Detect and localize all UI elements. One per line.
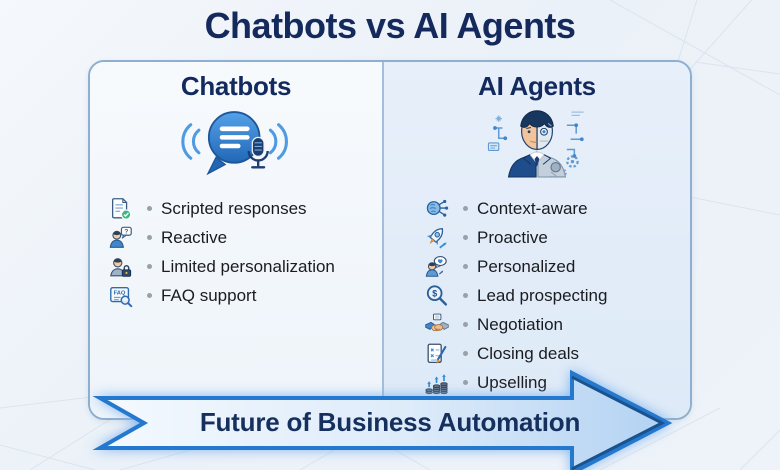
- comparison-card: Chatbots: [88, 60, 692, 420]
- item-label: Reactive: [161, 227, 228, 247]
- rocket-icon: [424, 225, 450, 251]
- list-item: ? Reactive: [108, 223, 382, 252]
- chatbots-feature-list: Scripted responses ? Re: [90, 194, 382, 310]
- item-label: Personalized: [477, 256, 576, 276]
- bullet-dot: [463, 322, 468, 327]
- list-item: Personalized: [424, 252, 690, 281]
- item-label: Negotiation: [477, 314, 564, 334]
- chat-bubble-mic-icon: [90, 102, 382, 190]
- list-item: $ Lead prospecting: [424, 281, 690, 310]
- item-label: FAQ support: [161, 285, 257, 305]
- chatbots-column: Chatbots: [90, 62, 382, 418]
- banner-label: Future of Business Automation: [199, 407, 581, 437]
- bullet-dot: [463, 206, 468, 211]
- list-item: Negotiation: [424, 310, 690, 339]
- bullet-dot: [463, 264, 468, 269]
- svg-text:?: ?: [124, 228, 128, 235]
- faq-book-icon: FAQ: [108, 283, 134, 309]
- ai-human-hybrid-icon: [384, 102, 690, 190]
- person-lock-icon: [108, 254, 134, 280]
- doc-pen-icon: [424, 341, 450, 367]
- list-item: Proactive: [424, 223, 690, 252]
- bullet-dot: [147, 293, 152, 298]
- item-label: Limited personalization: [161, 256, 335, 276]
- person-chat-icon: [424, 254, 450, 280]
- bullet-dot: [463, 293, 468, 298]
- chatbots-header: Chatbots: [180, 71, 292, 101]
- ai-agents-header: AI Agents: [478, 71, 596, 101]
- item-label: Context-aware: [477, 198, 588, 218]
- page-title: Chatbots vs AI Agents: [204, 5, 576, 46]
- bullet-dot: [147, 264, 152, 269]
- item-label: Upselling: [477, 372, 547, 392]
- person-question-icon: ?: [108, 225, 134, 251]
- ai-agents-feature-list: Context-aware: [384, 194, 690, 397]
- list-item: FAQ FAQ support: [108, 281, 382, 310]
- list-item: Scripted responses: [108, 194, 382, 223]
- list-item: Upselling: [424, 368, 690, 397]
- bullet-dot: [463, 380, 468, 385]
- item-label: Closing deals: [477, 343, 580, 363]
- magnifier-dollar-icon: $: [424, 283, 450, 309]
- doc-check-icon: [108, 196, 134, 222]
- item-label: Scripted responses: [161, 198, 307, 218]
- svg-text:FAQ: FAQ: [114, 290, 126, 296]
- brain-circuit-icon: [424, 196, 450, 222]
- bullet-dot: [463, 235, 468, 240]
- list-item: Limited personalization: [108, 252, 382, 281]
- bullet-dot: [147, 235, 152, 240]
- list-item: Context-aware: [424, 194, 690, 223]
- coins-up-icon: [424, 370, 450, 396]
- item-label: Proactive: [477, 227, 548, 247]
- list-item: Closing deals: [424, 339, 690, 368]
- svg-text:$: $: [432, 288, 437, 298]
- bullet-dot: [463, 351, 468, 356]
- bullet-dot: [147, 206, 152, 211]
- ai-agents-column: AI Agents: [382, 62, 690, 418]
- handshake-icon: [424, 312, 450, 338]
- item-label: Lead prospecting: [477, 285, 608, 305]
